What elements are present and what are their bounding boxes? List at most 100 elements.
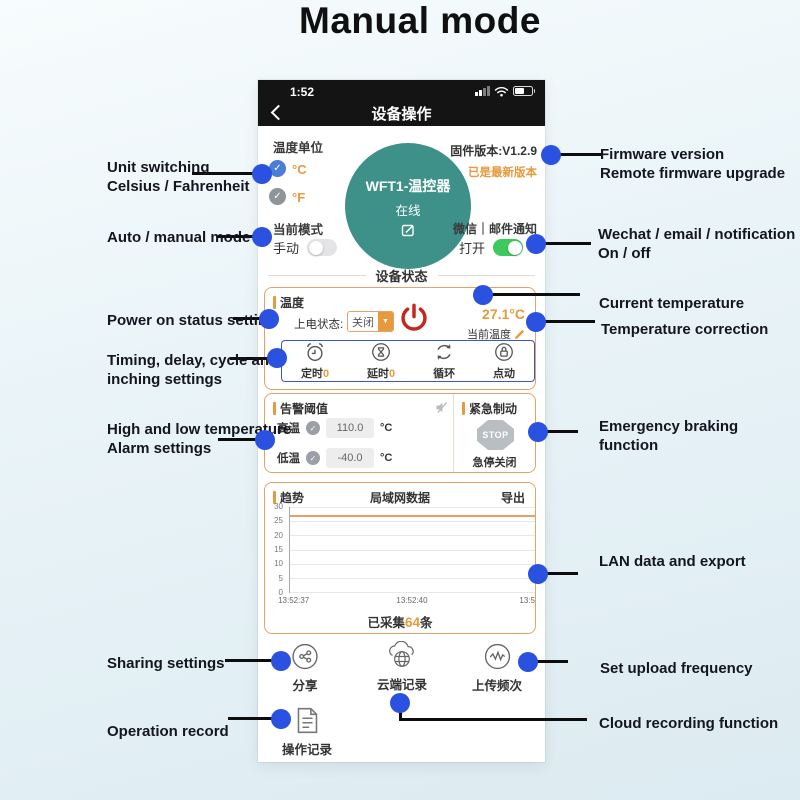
manual-label: 手动	[273, 241, 300, 256]
connector-line	[218, 438, 265, 441]
upload-frequency-label: 上传频次	[471, 679, 523, 693]
annotation-dot	[267, 348, 287, 368]
temperature-panel: 温度 上电状态: 关闭 ▼ 27.1°C 当前温度 定时0 延时0	[264, 287, 536, 390]
device-status-divider: 设备状态	[258, 266, 545, 285]
connector-line	[228, 717, 281, 720]
brake-panel-title: 紧急制动	[462, 400, 517, 417]
share-label: 分享	[292, 679, 318, 693]
annotation-cloud-recording: Cloud recording function	[599, 715, 779, 732]
share-button[interactable]: 分享	[292, 643, 319, 694]
power-button[interactable]	[398, 302, 430, 339]
device-status-circle[interactable]: WFT1-温控器 在线	[345, 143, 471, 269]
inching-button[interactable]: 点动	[493, 341, 515, 381]
manual-mode-row: 手动	[273, 238, 338, 257]
low-temp-input[interactable]: -40.0	[326, 448, 374, 468]
annotation-unit-switching: Unit switching Celsius / Fahrenheit	[107, 159, 250, 195]
operation-record-button[interactable]: 操作记录	[282, 707, 332, 758]
mode-section-label: 当前模式	[273, 223, 324, 237]
collected-prefix: 已采集	[367, 616, 405, 630]
firmware-block: 固件版本:V1.2.9 已是最新版本	[450, 142, 537, 180]
current-temp-label: 当前温度	[467, 329, 511, 341]
device-name: WFT1-温控器	[365, 177, 451, 194]
timing-button[interactable]: 定时0	[301, 341, 329, 381]
connector-line	[230, 357, 277, 360]
wifi-icon	[494, 86, 508, 96]
share-icon	[292, 643, 318, 670]
dropdown-caret-icon: ▼	[378, 312, 393, 331]
annotation-dot	[252, 164, 272, 184]
cycle-button[interactable]: 循环	[433, 341, 455, 381]
status-icons	[475, 85, 535, 97]
document-icon	[297, 707, 317, 734]
trend-line	[290, 515, 535, 518]
power-status-value: 关闭	[352, 316, 374, 329]
connector-line	[192, 172, 262, 175]
delay-button[interactable]: 延时0	[367, 341, 395, 381]
annotation-dot	[473, 285, 493, 305]
connector-line	[218, 235, 262, 238]
connector-line	[483, 293, 580, 296]
panel-divider	[453, 394, 454, 472]
device-online-status: 在线	[395, 203, 421, 218]
status-bar: 1:52	[258, 83, 545, 99]
export-button[interactable]: 导出	[500, 491, 525, 505]
alarm-brake-panel: 告警阈值 高温 ✓ 110.0 °C 低温 ✓ -40.0 °C 紧急制动 ST…	[264, 393, 536, 473]
current-temp-value: 27.1°C	[482, 306, 525, 322]
high-temp-checkbox[interactable]: ✓	[306, 421, 320, 435]
notify-toggle[interactable]	[493, 239, 523, 256]
high-temp-row: 高温 ✓ 110.0 °C	[277, 418, 392, 438]
high-temp-label: 高温	[277, 423, 300, 435]
temp-panel-title: 温度	[273, 294, 304, 311]
annotation-lan-data: LAN data and export	[599, 553, 746, 570]
alarm-panel-title: 告警阈值	[273, 400, 328, 417]
power-icon	[401, 303, 427, 331]
upload-frequency-button[interactable]: 上传频次	[472, 643, 522, 694]
fahrenheit-label[interactable]: °F	[292, 190, 306, 205]
celsius-checkbox[interactable]: ✓	[269, 160, 286, 177]
annotation-power-on-status: Power on status setting	[107, 312, 277, 329]
connector-line	[536, 242, 591, 245]
collected-count-row: 已采集64条	[265, 612, 535, 631]
connector-line	[536, 320, 595, 323]
annotation-current-temperature: Current temperature	[599, 295, 745, 312]
pencil-icon[interactable]	[514, 329, 525, 340]
stop-button[interactable]: STOP	[477, 420, 514, 450]
collected-count: 64	[404, 615, 421, 630]
timer-functions-box: 定时0 延时0 循环 点动	[281, 340, 535, 382]
connector-line	[399, 718, 587, 721]
high-temp-input[interactable]: 110.0	[326, 418, 374, 438]
nav-title: 设备操作	[371, 106, 432, 123]
cloud-icon	[389, 641, 414, 667]
power-status-dropdown[interactable]: 关闭 ▼	[347, 311, 394, 332]
annotation-timing-settings: Timing, delay, cycle and inching setting…	[107, 352, 279, 388]
annotation-dot	[259, 309, 279, 329]
fahrenheit-checkbox[interactable]: ✓	[269, 188, 286, 205]
cloud-record-button[interactable]: 云端记录	[377, 641, 427, 693]
connector-line	[551, 153, 601, 156]
firmware-latest[interactable]: 已是最新版本	[468, 167, 537, 179]
orange-bar	[273, 296, 276, 309]
celsius-label[interactable]: °C	[292, 162, 307, 177]
mute-icon[interactable]	[435, 401, 448, 414]
nav-bar: 设备操作	[258, 99, 545, 126]
cellular-signal-icon	[475, 86, 490, 96]
collected-suffix: 条	[420, 616, 433, 630]
annotation-dot	[541, 145, 561, 165]
phone-screenshot: 1:52 设备操作 温度单位 ✓ °C ✓ °F WFT1-温控器 在线	[258, 80, 545, 762]
firmware-version: 固件版本:V1.2.9	[450, 144, 537, 158]
orange-bar	[462, 402, 465, 415]
annotation-upload-frequency: Set upload frequency	[600, 660, 753, 677]
annotation-notification: Wechat / email / notification On / off	[598, 226, 796, 262]
cycle-icon	[437, 344, 451, 360]
manual-mode-toggle[interactable]	[307, 239, 338, 256]
low-temp-checkbox[interactable]: ✓	[306, 451, 320, 465]
annotation-dot	[528, 422, 548, 442]
annotation-operation-record: Operation record	[107, 723, 229, 740]
annotation-emergency-braking: Emergency braking function	[599, 418, 739, 454]
connector-line	[225, 659, 281, 662]
wave-icon	[484, 643, 510, 670]
cloud-record-label: 云端记录	[376, 678, 428, 692]
edit-icon[interactable]	[401, 223, 415, 237]
annotation-dot	[271, 651, 291, 671]
